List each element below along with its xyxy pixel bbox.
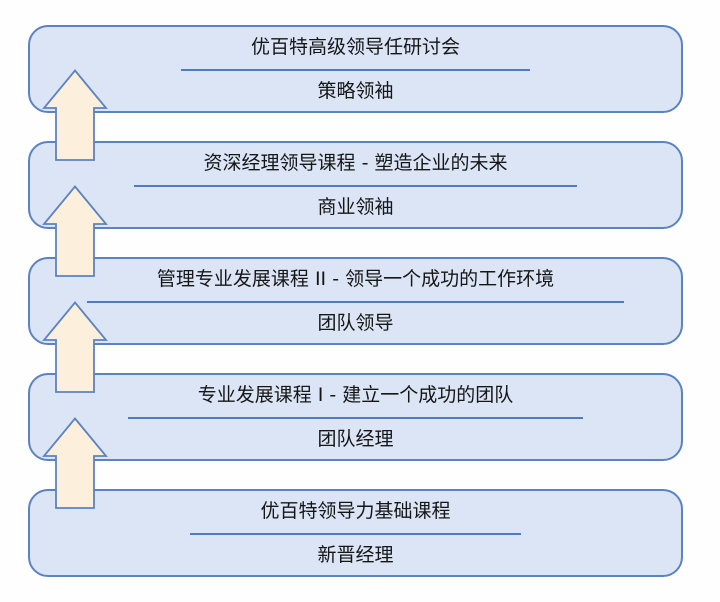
level-title: 资深经理领导课程 - 塑造企业的未来: [133, 151, 578, 187]
level-box-business-leader: 资深经理领导课程 - 塑造企业的未来 商业领袖: [28, 141, 683, 229]
level-title: 优百特高级领导任研讨会: [180, 35, 530, 71]
level-subtitle: 商业领袖: [317, 195, 394, 218]
up-arrow-icon: [42, 417, 108, 510]
level-box-team-leader: 管理专业发展课程 II - 领导一个成功的工作环境 团队领导: [28, 257, 683, 345]
level-box-team-manager: 专业发展课程 I - 建立一个成功的团队 团队经理: [28, 373, 683, 461]
level-subtitle: 新晋经理: [317, 543, 394, 566]
level-title: 优百特领导力基础课程: [190, 499, 521, 535]
level-subtitle: 团队领导: [317, 311, 394, 334]
level-title: 管理专业发展课程 II - 领导一个成功的工作环境: [86, 267, 625, 303]
level-title: 专业发展课程 I - 建立一个成功的团队: [127, 383, 584, 419]
up-arrow-icon: [42, 301, 108, 394]
level-box-strategic-leader: 优百特高级领导任研讨会 策略领袖: [28, 25, 683, 113]
up-arrow-icon: [42, 69, 108, 162]
level-box-new-manager: 优百特领导力基础课程 新晋经理: [28, 489, 683, 577]
level-subtitle: 策略领袖: [317, 79, 394, 102]
up-arrow-icon: [42, 185, 108, 278]
level-subtitle: 团队经理: [317, 427, 394, 450]
